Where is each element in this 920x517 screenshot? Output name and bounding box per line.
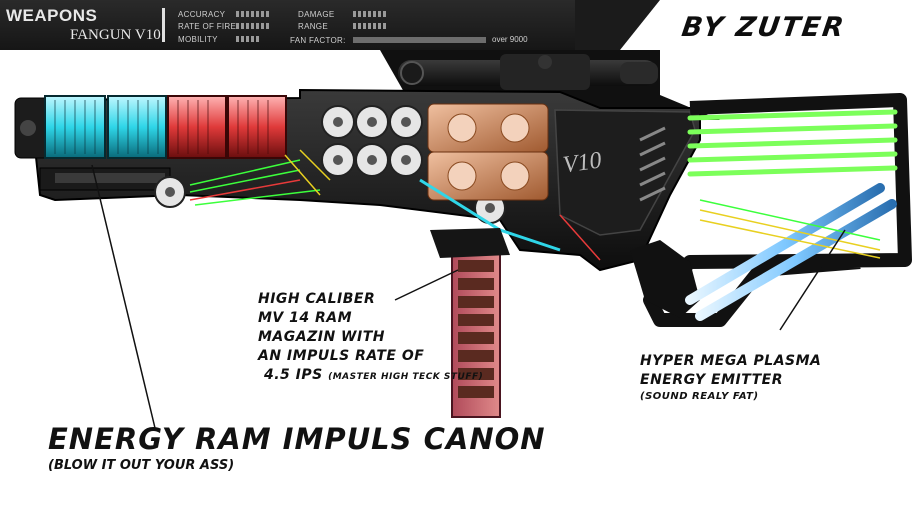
fan-factor-bar — [353, 37, 486, 43]
stat-label-mobility: MOBILITY — [178, 35, 218, 44]
green-tubes — [687, 109, 898, 177]
grip — [630, 240, 700, 318]
stat-bars-range — [353, 23, 386, 29]
canon-caption-title: ENERGY RAM IMPULS CANON — [48, 422, 546, 456]
plasma-emitter-tubes — [685, 183, 897, 321]
stat-label-range: RANGE — [298, 22, 328, 31]
barrel — [14, 97, 171, 191]
scope — [398, 54, 658, 90]
magazine-caption-line: 4.5 IPS (MASTER HIGH TECK STUFF) — [258, 366, 483, 387]
fan-factor-value: over 9000 — [492, 35, 528, 44]
emitter-caption-line: ENERGY EMITTER — [640, 372, 784, 388]
hud-title: WEAPONS — [6, 6, 98, 25]
emitter-caption: HYPER MEGA PLASMA ENERGY EMITTER (SOUND … — [640, 352, 821, 403]
stat-label-damage: DAMAGE — [298, 10, 335, 19]
magazine-caption-line: MV 14 RAM — [258, 310, 353, 326]
mag-well — [430, 228, 510, 258]
emitter-note: (SOUND REALY FAT) — [640, 391, 759, 402]
stat-label-rate-of-fire: RATE OF FIRE — [178, 22, 237, 31]
stat-bars-rate-of-fire — [236, 23, 269, 29]
magazine-caption: HIGH CALIBER MV 14 RAM MAGAZIN WITH AN I… — [258, 290, 483, 387]
stat-bars-accuracy — [236, 11, 269, 17]
ram-magazine — [451, 251, 501, 418]
copper-heatsinks — [427, 103, 549, 201]
emitter-caption-line: HYPER MEGA PLASMA — [640, 353, 822, 369]
stat-label-accuracy: ACCURACY — [178, 10, 226, 19]
ram-modules — [44, 95, 287, 159]
magazine-caption-line: AN IMPULS RATE OF — [258, 348, 425, 364]
magazine-rate: 4.5 IPS — [264, 367, 323, 383]
gun-marking: V10 — [561, 147, 604, 179]
wiring — [189, 149, 881, 261]
magazine-caption-line: HIGH CALIBER — [258, 291, 376, 307]
canon-caption-note: (BLOW IT OUT YOUR ASS) — [48, 458, 235, 473]
stat-bars-damage — [353, 11, 386, 17]
magazine-caption-line: MAGAZIN WITH — [258, 329, 385, 345]
stat-bars-mobility — [236, 36, 259, 42]
magazine-note: (MASTER HIGH TECK STUFF) — [328, 372, 484, 382]
weapon-stats-hud: WEAPONS FANGUN V10 ACCURACY RATE OF FIRE… — [0, 0, 575, 50]
weapon-model-name: FANGUN V10 — [70, 27, 161, 43]
author-byline: BY ZUTER — [679, 12, 848, 43]
leader-lines — [91, 164, 846, 429]
fan-factor-label: FAN FACTOR: — [290, 36, 346, 45]
hud-divider — [162, 8, 165, 42]
